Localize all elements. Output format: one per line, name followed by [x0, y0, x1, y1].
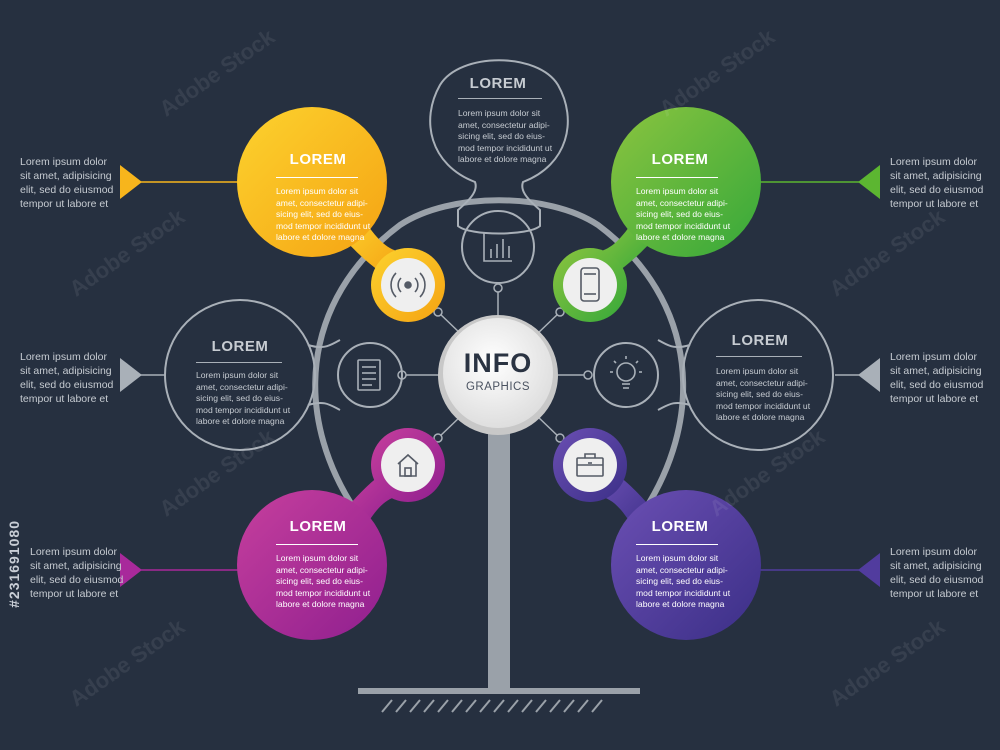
ground-hatching [381, 699, 603, 713]
smartphone-icon [580, 267, 600, 302]
top-right-bubble [611, 107, 761, 257]
center-subtitle: GRAPHICS [465, 381, 531, 393]
mid-left-bubble-outline [164, 299, 316, 451]
top-right-icon-disc [563, 258, 617, 312]
mid-right-icon-circle [593, 342, 659, 408]
wifi-signal-icon [390, 272, 426, 298]
node-bottom-left-rule [276, 544, 358, 546]
top-left-bubble [237, 107, 387, 257]
node-mid-left-title: LOREM [211, 338, 269, 355]
node-top-title: LOREM [469, 75, 527, 92]
mid-right-bubble-outline [682, 299, 834, 451]
node-mid-right-rule [716, 356, 802, 358]
top-bubble-outline [429, 59, 569, 235]
node-top-right-title: LOREM [651, 151, 709, 168]
node-bottom-right-title: LOREM [651, 518, 709, 535]
node-mid-left-rule [196, 362, 282, 364]
ground-bar [358, 688, 640, 694]
connector-dots [397, 283, 593, 443]
node-bottom-right-rule [636, 544, 718, 546]
node-top-left-rule [276, 177, 358, 179]
node-mid-right-title: LOREM [731, 332, 789, 349]
home-icon [397, 453, 419, 477]
center-disc [443, 318, 553, 428]
top-icon-circle [461, 210, 535, 284]
bar-chart-icon [483, 233, 512, 262]
tree-trunk [488, 400, 510, 692]
node-top-left-title: LOREM [289, 151, 347, 168]
mid-right-neck [657, 339, 691, 411]
side-pointers [120, 165, 880, 587]
center-title: INFO [463, 348, 533, 378]
bottom-right-bubble [611, 490, 761, 640]
stock-id: #231691080 [6, 520, 22, 608]
lightbulb-icon [610, 356, 642, 389]
node-top-rule [458, 98, 542, 100]
bottom-left-bubble [237, 490, 387, 640]
mid-left-icon-circle [337, 342, 403, 408]
bottom-left-icon-disc [381, 438, 435, 492]
briefcase-icon [576, 453, 604, 477]
node-bottom-left-title: LOREM [289, 518, 347, 535]
mid-left-neck [307, 339, 341, 411]
node-top-right-rule [636, 177, 718, 179]
document-icon [357, 359, 381, 391]
